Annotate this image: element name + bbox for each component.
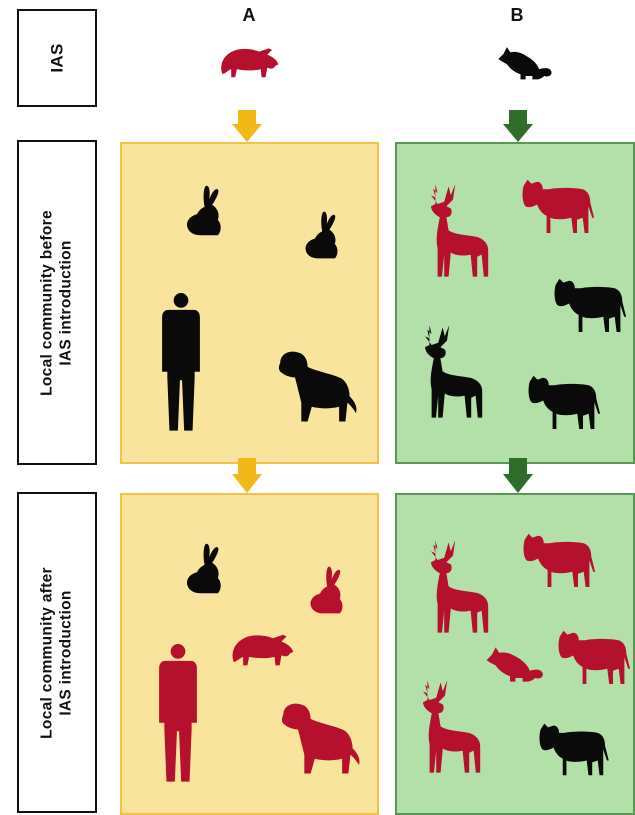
down-arrow-icon [232, 458, 262, 493]
rabbit-icon [187, 186, 221, 235]
cow-icon [559, 631, 631, 684]
deer-icon [423, 680, 480, 772]
cow-icon [529, 376, 601, 429]
cow-icon [555, 279, 627, 332]
rabbit-icon [187, 544, 221, 593]
deer-icon [431, 184, 488, 276]
cow-icon [524, 534, 596, 587]
person-icon [162, 293, 200, 431]
down-arrow-icon [503, 458, 533, 493]
rabbit-icon [306, 212, 338, 259]
cow-icon [523, 180, 595, 233]
raccoon-icon [233, 635, 294, 666]
dog-icon [279, 352, 357, 422]
person-icon [159, 644, 197, 782]
down-arrow-icon [232, 110, 262, 142]
rabbit-icon [311, 567, 343, 614]
dog-icon [282, 704, 360, 774]
possum-icon [487, 647, 543, 681]
cow-icon [539, 724, 608, 776]
raccoon-icon [221, 48, 278, 77]
down-arrow-icon [503, 110, 533, 142]
possum-icon [498, 47, 551, 79]
deer-icon [425, 325, 482, 417]
deer-icon [431, 540, 488, 632]
